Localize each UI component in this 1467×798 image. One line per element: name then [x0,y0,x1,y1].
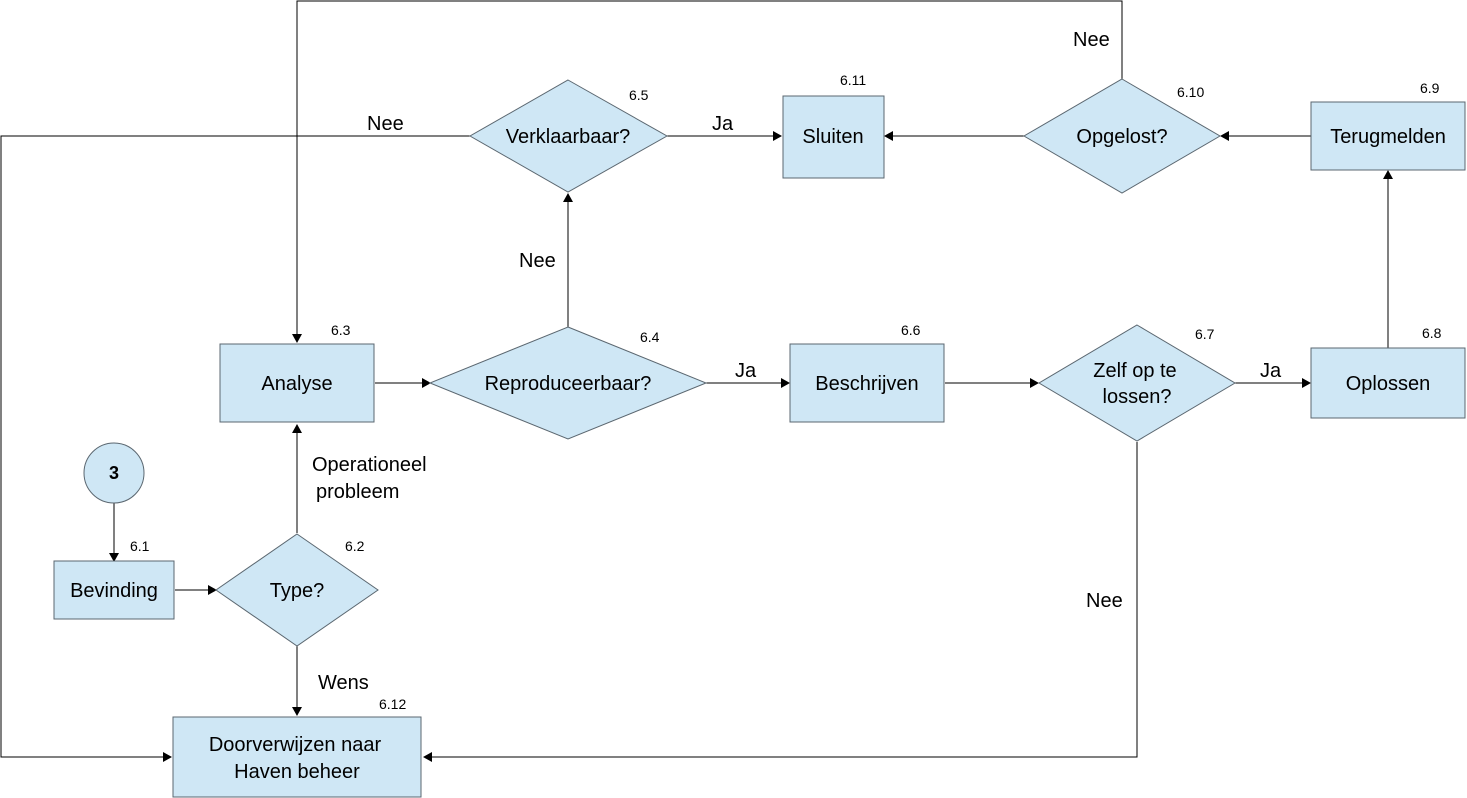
step-number: 6.9 [1420,80,1440,96]
node-sluiten: Sluiten [782,95,885,179]
edge-label-zelf-ja: Ja [1260,360,1282,382]
step-number: 6.3 [331,322,351,338]
edge-label-operationeel-line1: Operationeel [312,454,427,476]
arrowhead [292,424,302,433]
edge-label-operationeel-line2: probleem [316,481,399,503]
arrowhead [423,752,432,762]
node-label-line1: Doorverwijzen naar [209,734,382,756]
edge-label-opgelost-nee: Nee [1073,29,1110,51]
edge-label-wens: Wens [318,672,369,694]
edge-label-repro-nee: Nee [519,250,556,272]
step-number: 6.8 [1422,325,1442,341]
start-connector: 3 [83,442,145,504]
node-oplossen: Oplossen [1310,347,1466,419]
node-analyse: Analyse [219,343,375,423]
arrowhead [781,378,790,388]
node-label: Reproduceerbaar? [485,373,652,395]
arrowhead [884,131,893,141]
decision-type: Type? [215,533,379,647]
node-label: Beschrijven [815,373,918,395]
edge-label-zelf-nee: Nee [1086,590,1123,612]
node-terugmelden: Terugmelden [1310,101,1466,171]
step-number: 6.6 [901,322,921,338]
arrowhead [1383,170,1393,179]
edge-label-verklaar-nee: Nee [367,113,404,135]
step-number: 6.11 [840,72,866,88]
node-label: Verklaarbaar? [506,126,631,148]
node-label: Bevinding [70,580,158,602]
decision-opgelost: Opgelost? [1023,78,1221,194]
step-number: 6.4 [640,329,660,345]
node-label: Analyse [261,373,332,395]
node-label: Sluiten [802,126,863,148]
edge-opgelost-analyse [296,0,1123,334]
arrowhead [1302,378,1311,388]
node-label-line2: Haven beheer [234,761,360,783]
step-number: 6.1 [130,538,150,554]
decision-zelf-op-te-lossen: Zelf op te lossen? [1038,324,1236,442]
node-doorverwijzen: Doorverwijzen naar Haven beheer [172,716,422,798]
arrowhead [1030,378,1039,388]
node-label-line1: Zelf op te [1093,360,1176,382]
node-beschrijven: Beschrijven [789,343,945,423]
step-number: 6.5 [629,87,649,103]
arrowhead [208,585,217,595]
step-number: 6.12 [379,696,406,712]
node-label: Oplossen [1346,373,1431,395]
arrowhead [292,707,302,716]
edge-label-repro-ja: Ja [735,360,757,382]
node-label: Opgelost? [1076,126,1167,148]
step-number: 6.10 [1177,84,1204,100]
step-number: 6.2 [345,538,365,554]
edge-verklaarbaar-doorverwijzen [0,135,470,758]
arrowhead [773,131,782,141]
arrowhead [422,378,431,388]
arrowhead [563,193,573,202]
step-number: 6.7 [1195,326,1215,342]
arrowhead [292,334,302,343]
node-label-line2: lossen? [1103,386,1172,408]
arrowhead [109,553,119,562]
decision-verklaarbaar: Verklaarbaar? [468,79,669,193]
arrowhead [163,752,172,762]
start-label: 3 [109,463,119,483]
arrowhead [1220,131,1229,141]
node-bevinding: Bevinding [53,560,175,620]
node-label: Type? [270,580,324,602]
decision-reproduceerbaar: Reproduceerbaar? [428,326,708,440]
node-label: Terugmelden [1330,126,1446,148]
edge-label-verklaar-ja: Ja [712,113,734,135]
edge-zelf-doorverwijzen [432,442,1138,758]
